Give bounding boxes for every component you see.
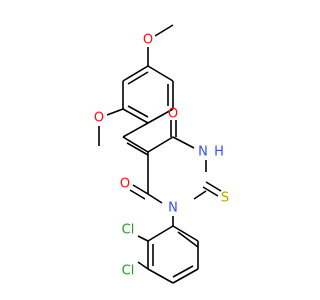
bond (122, 136, 149, 153)
molecule-canvas: O O O O N H S (93, 24, 230, 284)
bond (122, 65, 149, 82)
hydrogen-atom: H (214, 145, 224, 160)
bond (154, 24, 174, 37)
sulfur-atom: S (221, 191, 229, 206)
side-methoxy-group: O (94, 108, 124, 146)
bond (202, 186, 219, 197)
thione-group: S (202, 181, 229, 206)
oxygen-atom: O (168, 107, 178, 122)
bond (137, 261, 149, 270)
bond (127, 105, 149, 118)
bond (147, 193, 163, 204)
dichlorophenyl-ring (147, 225, 199, 284)
carbonyl-top: O (168, 107, 178, 137)
oxygen-atom: O (143, 33, 153, 48)
bond (129, 189, 146, 200)
chlorine-atom: Cl (122, 223, 135, 238)
oxygen-atom: O (120, 177, 130, 192)
bond (122, 122, 149, 138)
bond (193, 190, 207, 200)
bond (137, 235, 149, 242)
bond (172, 265, 194, 278)
nitrogen-atom: N (168, 201, 178, 216)
ring-nitrogen: N (168, 201, 178, 226)
molecule-structure: O O O O N H S (94, 24, 229, 284)
bond (147, 136, 174, 153)
bond (106, 108, 124, 116)
chlorine-substituents: Cl Cl (122, 223, 149, 279)
chlorine-atom: Cl (122, 264, 135, 279)
bond (147, 268, 174, 284)
bond (147, 108, 174, 124)
bond (205, 181, 222, 192)
top-methoxy-group: O (143, 24, 174, 66)
pyrimidine-ring (147, 136, 207, 204)
bond (127, 71, 149, 85)
oxygen-atom: O (94, 111, 104, 126)
carbonyl-bottom: O (120, 177, 149, 200)
bond (177, 231, 199, 248)
dimethoxyphenyl-ring (122, 65, 174, 124)
bond (122, 108, 149, 124)
bond (132, 184, 149, 195)
methylidene-bridge (122, 122, 149, 156)
bond (147, 225, 174, 242)
bond (126, 142, 149, 156)
bond (147, 65, 174, 82)
bond (172, 268, 199, 284)
bond (172, 225, 199, 242)
nh-group: N H (198, 145, 224, 160)
nitrogen-atom: N (198, 145, 208, 160)
bond (172, 136, 195, 149)
